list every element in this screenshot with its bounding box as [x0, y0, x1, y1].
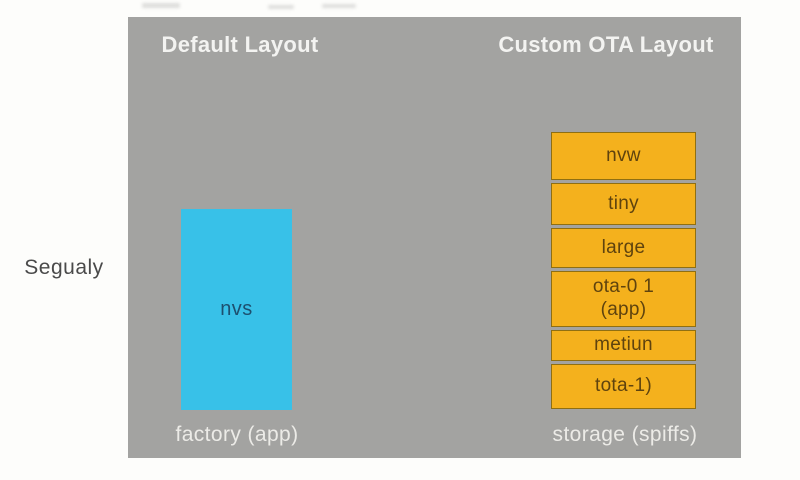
caption-factory-app: factory (app): [175, 423, 299, 446]
partition-block: large: [551, 228, 696, 268]
top-smudge: [142, 3, 180, 8]
top-smudge: [268, 5, 294, 9]
column-title-default-layout: Default Layout: [161, 32, 319, 57]
partition-block: ota-0 1 (app): [551, 271, 696, 327]
partition-stack: nvw tiny large ota-0 1 (app) metiun tota…: [551, 132, 696, 409]
partition-block: nvw: [551, 132, 696, 180]
partition-label: nvw: [606, 144, 641, 166]
top-smudge: [322, 4, 356, 8]
partition-label: large: [601, 236, 646, 258]
caption-storage-spiffs: storage (spiffs): [552, 423, 698, 446]
partition-block: tiny: [551, 183, 696, 225]
partition-block: tota-1): [551, 364, 696, 409]
partition-block-nvs: nvs: [181, 209, 292, 410]
diagram-panel: Default Layout Custom OTA Layout nvs fac…: [128, 17, 741, 458]
partition-label: tiny: [608, 192, 639, 214]
column-title-custom-ota-layout: Custom OTA Layout: [498, 32, 714, 57]
partition-block: metiun: [551, 330, 696, 361]
side-label: Segualy: [24, 256, 104, 279]
partition-label: ota-0 1 (app): [592, 276, 655, 320]
partition-label: metiun: [594, 334, 653, 356]
partition-label: tota-1): [594, 375, 652, 397]
partition-label: nvs: [220, 298, 253, 320]
